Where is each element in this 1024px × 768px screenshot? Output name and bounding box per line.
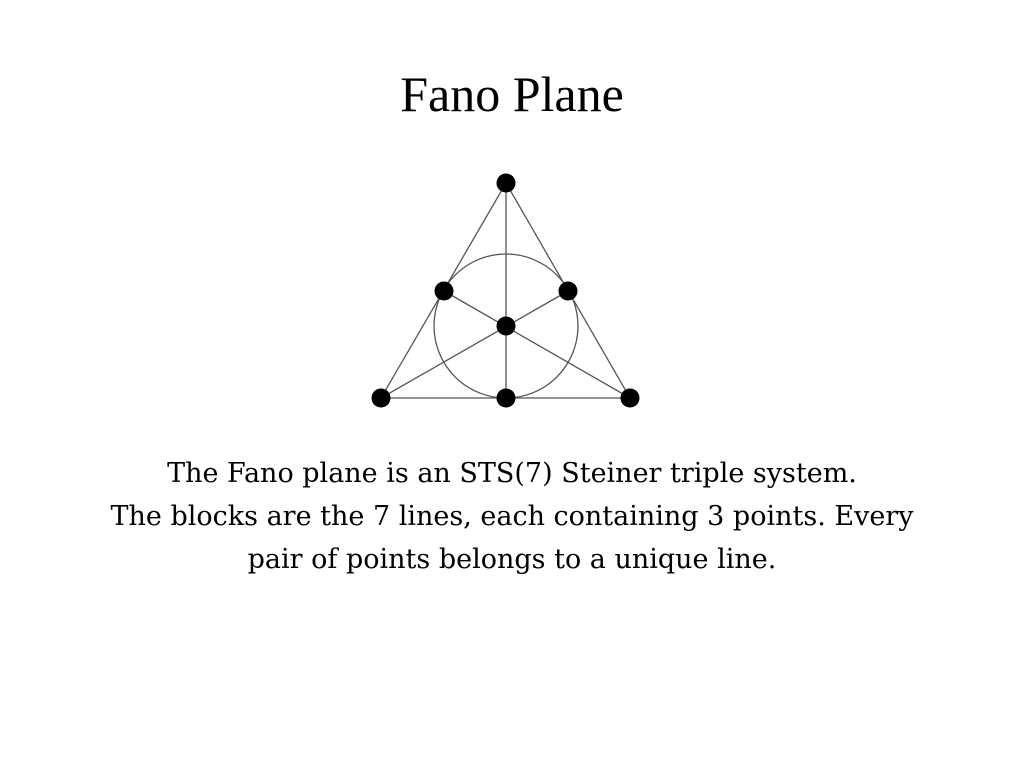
fano-point-right-mid bbox=[558, 281, 578, 301]
fano-points bbox=[371, 173, 640, 408]
fano-lines bbox=[380, 182, 631, 399]
slide-title: Fano Plane bbox=[400, 66, 624, 122]
fano-line-5 bbox=[380, 290, 569, 399]
fano-point-bottom-left bbox=[371, 388, 391, 408]
slide-caption: The Fano plane is an STS(7) Steiner trip… bbox=[60, 452, 964, 581]
fano-point-top bbox=[496, 173, 516, 193]
fano-point-center bbox=[496, 316, 516, 336]
fano-point-left-mid bbox=[434, 281, 454, 301]
fano-line-6 bbox=[443, 290, 631, 399]
caption-line-3: pair of points belongs to a unique line. bbox=[247, 544, 777, 575]
fano-point-bottom-right bbox=[620, 388, 640, 408]
caption-line-2: The blocks are the 7 lines, each contain… bbox=[110, 501, 914, 532]
caption-line-1: The Fano plane is an STS(7) Steiner trip… bbox=[167, 458, 857, 489]
fano-point-bottom-mid bbox=[496, 388, 516, 408]
